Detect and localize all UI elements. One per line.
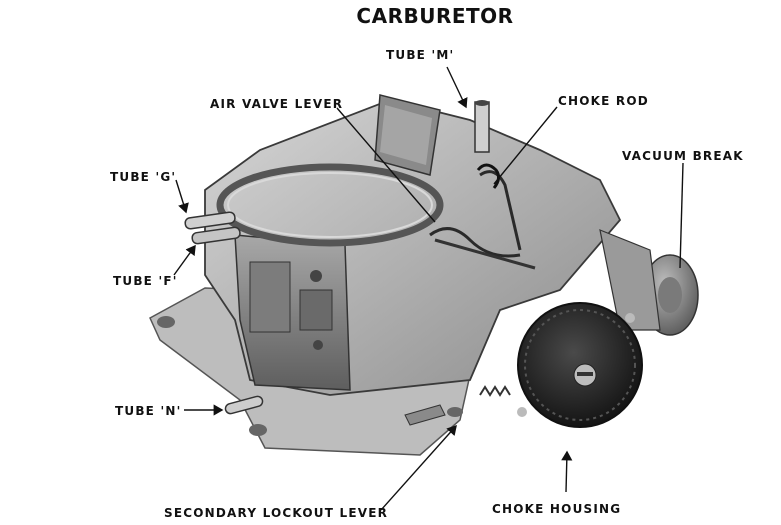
tube-n-shape	[224, 395, 264, 415]
label-choke-rod: CHOKE ROD	[558, 94, 649, 108]
label-secondary-lockout-lever: SECONDARY LOCKOUT LEVER	[164, 506, 389, 520]
label-choke-housing: CHOKE HOUSING	[492, 502, 622, 516]
choke-rod-shape	[476, 163, 501, 189]
tube-f-shape	[191, 226, 241, 245]
air-horn	[216, 163, 444, 247]
label-vacuum-break: VACUUM BREAK	[622, 149, 744, 163]
tube-g-shape	[184, 211, 236, 230]
label-air-valve-lever: AIR VALVE LEVER	[210, 97, 344, 111]
page-title: CARBURETOR	[356, 4, 514, 28]
label-tube-m: TUBE 'M'	[386, 48, 455, 62]
tube-m-shape	[474, 101, 490, 153]
lockout-lever-shape	[404, 404, 446, 426]
label-tube-n: TUBE 'N'	[115, 404, 182, 418]
label-tube-g: TUBE 'G'	[110, 170, 177, 184]
label-tube-f: TUBE 'F'	[113, 274, 178, 288]
